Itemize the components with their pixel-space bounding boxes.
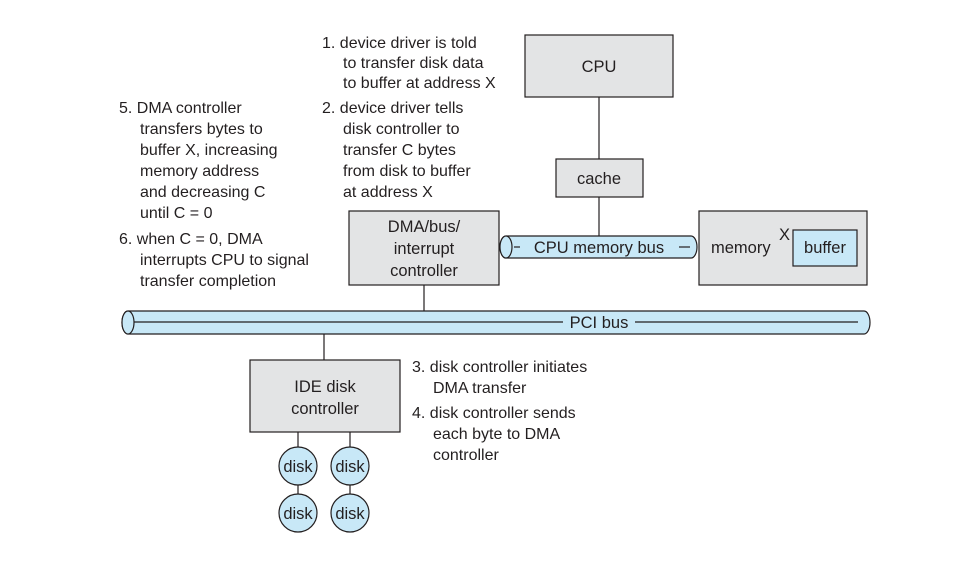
step-1-annotation: 1. device driver is told to transfer dis… <box>322 35 496 92</box>
step-6-line: interrupts CPU to signal <box>140 252 309 269</box>
step-5-annotation: 5. DMA controller transfers bytes to buf… <box>119 100 278 222</box>
step-5-line: transfers bytes to <box>140 121 263 138</box>
step-4-line: 4. disk controller sends <box>412 405 576 422</box>
ide-label-line-2: controller <box>291 400 359 418</box>
step-6-line: 6. when C = 0, DMA <box>119 231 263 248</box>
step-4-line: controller <box>433 447 499 464</box>
ide-label-line-1: IDE disk <box>294 378 356 396</box>
step-2-line: 2. device driver tells <box>322 100 463 117</box>
step-5-line: and decreasing C <box>140 184 265 201</box>
cache-label: cache <box>577 170 621 188</box>
cpu-memory-bus: CPU memory bus <box>499 235 698 259</box>
cpu-memory-bus-label: CPU memory bus <box>534 239 664 257</box>
disk-label: disk <box>335 458 365 476</box>
dma-label-line-1: DMA/bus/ <box>388 218 461 236</box>
cpu-label: CPU <box>582 58 617 76</box>
step-6-annotation: 6. when C = 0, DMA interrupts CPU to sig… <box>119 231 309 290</box>
step-2-line: transfer C bytes <box>343 142 456 159</box>
step-3-line: DMA transfer <box>433 380 527 397</box>
step-2-annotation: 2. device driver tells disk controller t… <box>322 100 471 201</box>
buffer-address-label: X <box>779 226 790 244</box>
step-1-line: to buffer at address X <box>343 75 496 92</box>
step-3-annotation: 3. disk controller initiates DMA transfe… <box>412 359 587 397</box>
disk-label: disk <box>335 505 365 523</box>
step-2-line: disk controller to <box>343 121 460 138</box>
buffer-label: buffer <box>804 239 846 257</box>
dma-controller-box: DMA/bus/ interrupt controller <box>348 210 500 286</box>
pci-bus: PCI bus <box>121 310 871 335</box>
disk-label: disk <box>283 505 313 523</box>
step-6-line: transfer completion <box>140 273 276 290</box>
step-5-line: memory address <box>140 163 259 180</box>
step-5-line: 5. DMA controller <box>119 100 242 117</box>
step-2-line: from disk to buffer <box>343 163 471 180</box>
step-2-line: at address X <box>343 184 433 201</box>
disk-top-left: disk <box>278 446 318 486</box>
step-4-annotation: 4. disk controller sends each byte to DM… <box>412 405 576 464</box>
dma-label-line-3: controller <box>390 262 458 280</box>
memory-box: memory X buffer <box>698 210 868 286</box>
step-1-line: 1. device driver is told <box>322 35 477 52</box>
pci-bus-label: PCI bus <box>570 314 629 332</box>
disk-bottom-right: disk <box>330 493 370 533</box>
cpu-box: CPU <box>524 34 674 98</box>
memory-label: memory <box>711 239 771 257</box>
dma-label-line-2: interrupt <box>394 240 455 258</box>
step-4-line: each byte to DMA <box>433 426 561 443</box>
step-1-line: to transfer disk data <box>343 55 484 72</box>
disk-top-right: disk <box>330 446 370 486</box>
disk-label: disk <box>283 458 313 476</box>
step-5-line: until C = 0 <box>140 205 213 222</box>
step-5-line: buffer X, increasing <box>140 142 278 159</box>
ide-controller-box: IDE disk controller <box>249 359 401 433</box>
cache-box: cache <box>555 158 644 198</box>
disk-bottom-left: disk <box>278 493 318 533</box>
step-3-line: 3. disk controller initiates <box>412 359 587 376</box>
